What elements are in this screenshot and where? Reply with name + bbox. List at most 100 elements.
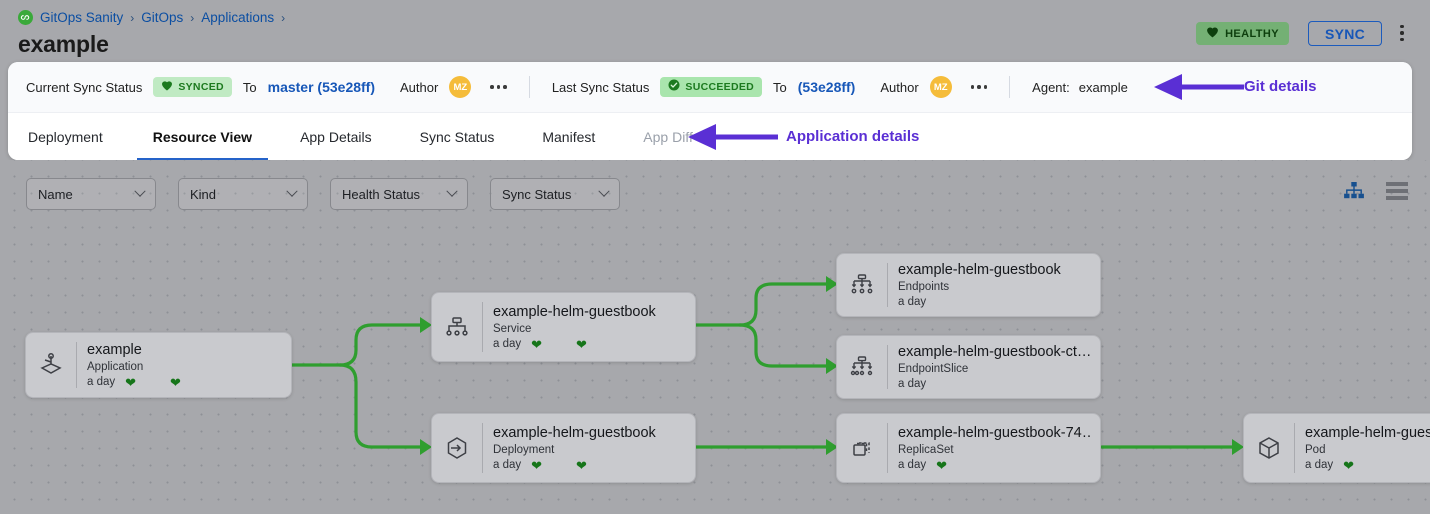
tab-label: App Diff [643, 128, 693, 145]
tab-deployment[interactable]: Deployment [26, 113, 105, 161]
avatar[interactable]: MZ [929, 76, 952, 98]
breadcrumb-separator: › [281, 10, 286, 25]
heart-icon [161, 78, 173, 96]
graph-node-service[interactable]: example-helm-guestbook Service a day ❤ ❤ [431, 292, 696, 362]
health-heart-icon: ❤ [531, 457, 543, 472]
application-details-arrow-icon [688, 124, 778, 150]
divider [482, 423, 483, 473]
agent-label: Agent: [1032, 79, 1070, 95]
tab-label: App Details [300, 128, 372, 145]
list-view-icon[interactable] [1386, 182, 1408, 205]
health-heart-icon: ❤ [1343, 457, 1355, 472]
node-age: a day [87, 376, 116, 388]
current-sync-more-icon[interactable] [490, 85, 507, 89]
endpoints-icon [837, 272, 887, 298]
node-age: a day [493, 338, 522, 350]
graph-node-endpointslice[interactable]: example-helm-guestbook-ct… EndpointSlice… [836, 335, 1101, 399]
heart-icon [1206, 25, 1219, 43]
tab-label: Manifest [542, 128, 596, 145]
node-name: example-helm-guestbook [493, 424, 656, 441]
graph-node-application[interactable]: example Application a day ❤ ❤ [25, 332, 292, 398]
current-sync-status-badge[interactable]: SYNCED [153, 77, 232, 97]
graph-node-deployment[interactable]: example-helm-guestbook Deployment a day … [431, 413, 696, 483]
filter-name[interactable]: Name [26, 178, 156, 210]
check-circle-icon [668, 78, 680, 96]
filter-label: Sync Status [502, 186, 572, 202]
node-age: a day [898, 296, 927, 308]
helm-icon [26, 352, 76, 378]
filter-kind[interactable]: Kind [178, 178, 308, 210]
tab-resource-view[interactable]: Resource View [136, 113, 269, 160]
git-details-arrow-icon [1154, 74, 1244, 100]
breadcrumb-separator: › [130, 10, 135, 25]
node-name: example-helm-guestbook-ct… [898, 344, 1090, 360]
filter-health-status[interactable]: Health Status [330, 178, 468, 210]
breadcrumb: GitOps Sanity › GitOps › Applications › [18, 10, 285, 25]
filter-sync-status[interactable]: Sync Status [490, 178, 620, 210]
agent-value: example [1078, 79, 1128, 95]
service-icon [432, 314, 482, 340]
graph-node-endpoints[interactable]: example-helm-guestbook Endpoints a day [836, 253, 1101, 317]
replicaset-icon [837, 435, 887, 461]
more-options-icon[interactable] [1394, 22, 1410, 44]
tab-label: Resource View [152, 128, 253, 145]
endpointslice-icon [837, 354, 887, 380]
health-badge-label: HEALTHY [1225, 27, 1279, 40]
avatar[interactable]: MZ [449, 76, 472, 98]
last-sync-more-icon[interactable] [970, 85, 988, 89]
divider [887, 345, 888, 389]
node-kind: Service [493, 322, 532, 335]
divider [528, 76, 530, 98]
chevron-down-icon [598, 185, 610, 197]
tab-label: Deployment [28, 128, 103, 145]
node-age: a day [1305, 459, 1334, 471]
chevron-down-icon [446, 185, 458, 197]
graph-node-replicaset[interactable]: example-helm-guestbook-74… ReplicaSet a … [836, 413, 1101, 483]
current-sync-status-text: SYNCED [178, 81, 224, 93]
node-kind: Endpoints [898, 281, 950, 293]
current-author-label: Author [400, 79, 439, 95]
filter-label: Kind [190, 186, 217, 202]
node-name: example-helm-guestbook-74… [897, 424, 1090, 441]
deployment-icon [432, 435, 482, 461]
node-age: a day [898, 378, 927, 390]
status-badge-healthy[interactable]: HEALTHY [1196, 22, 1289, 45]
node-kind: Deployment [493, 443, 555, 456]
filter-bar: Name Kind Health Status Sync Status [26, 178, 620, 210]
tab-app-diff[interactable]: App Diff [641, 113, 695, 161]
filter-label: Health Status [342, 186, 421, 202]
breadcrumb-item-1[interactable]: GitOps [141, 10, 184, 25]
node-name: example-helm-guest [1305, 424, 1430, 441]
health-heart-icon: ❤ [125, 374, 137, 389]
tab-app-details[interactable]: App Details [298, 113, 374, 161]
sync-heart-icon: ❤ [576, 336, 587, 351]
last-revision-link[interactable]: (53e28ff) [797, 79, 856, 95]
health-heart-icon: ❤ [531, 336, 543, 351]
node-name: example-helm-guestbook [493, 303, 656, 320]
tab-sync-status[interactable]: Sync Status [418, 113, 497, 161]
page-header: GitOps Sanity › GitOps › Applications › … [0, 0, 1430, 64]
tree-view-icon[interactable] [1344, 182, 1364, 205]
breadcrumb-item-2[interactable]: Applications [201, 10, 275, 25]
graph-node-pod[interactable]: example-helm-guest Pod a day ❤ [1243, 413, 1430, 483]
sync-button[interactable]: SYNC [1308, 21, 1382, 46]
current-revision-link[interactable]: master (53e28ff) [267, 79, 376, 95]
divider [1294, 423, 1295, 473]
sync-heart-icon: ❤ [576, 457, 587, 472]
divider [887, 263, 888, 307]
last-to-label: To [773, 79, 787, 95]
view-toggle-group [1344, 182, 1408, 205]
application-details-annotation: Application details [786, 128, 920, 145]
chevron-down-icon [134, 185, 146, 197]
last-sync-status-label: Last Sync Status [551, 79, 650, 95]
tab-manifest[interactable]: Manifest [540, 113, 597, 161]
breadcrumb-item-0[interactable]: GitOps Sanity [40, 10, 124, 25]
last-sync-status-text: SUCCEEDED [685, 81, 755, 93]
divider [76, 342, 77, 388]
tab-label: Sync Status [419, 128, 495, 145]
node-kind: EndpointSlice [898, 363, 969, 375]
last-sync-status-badge[interactable]: SUCCEEDED [660, 77, 763, 97]
divider [887, 423, 888, 473]
sync-heart-icon: ❤ [170, 374, 181, 389]
